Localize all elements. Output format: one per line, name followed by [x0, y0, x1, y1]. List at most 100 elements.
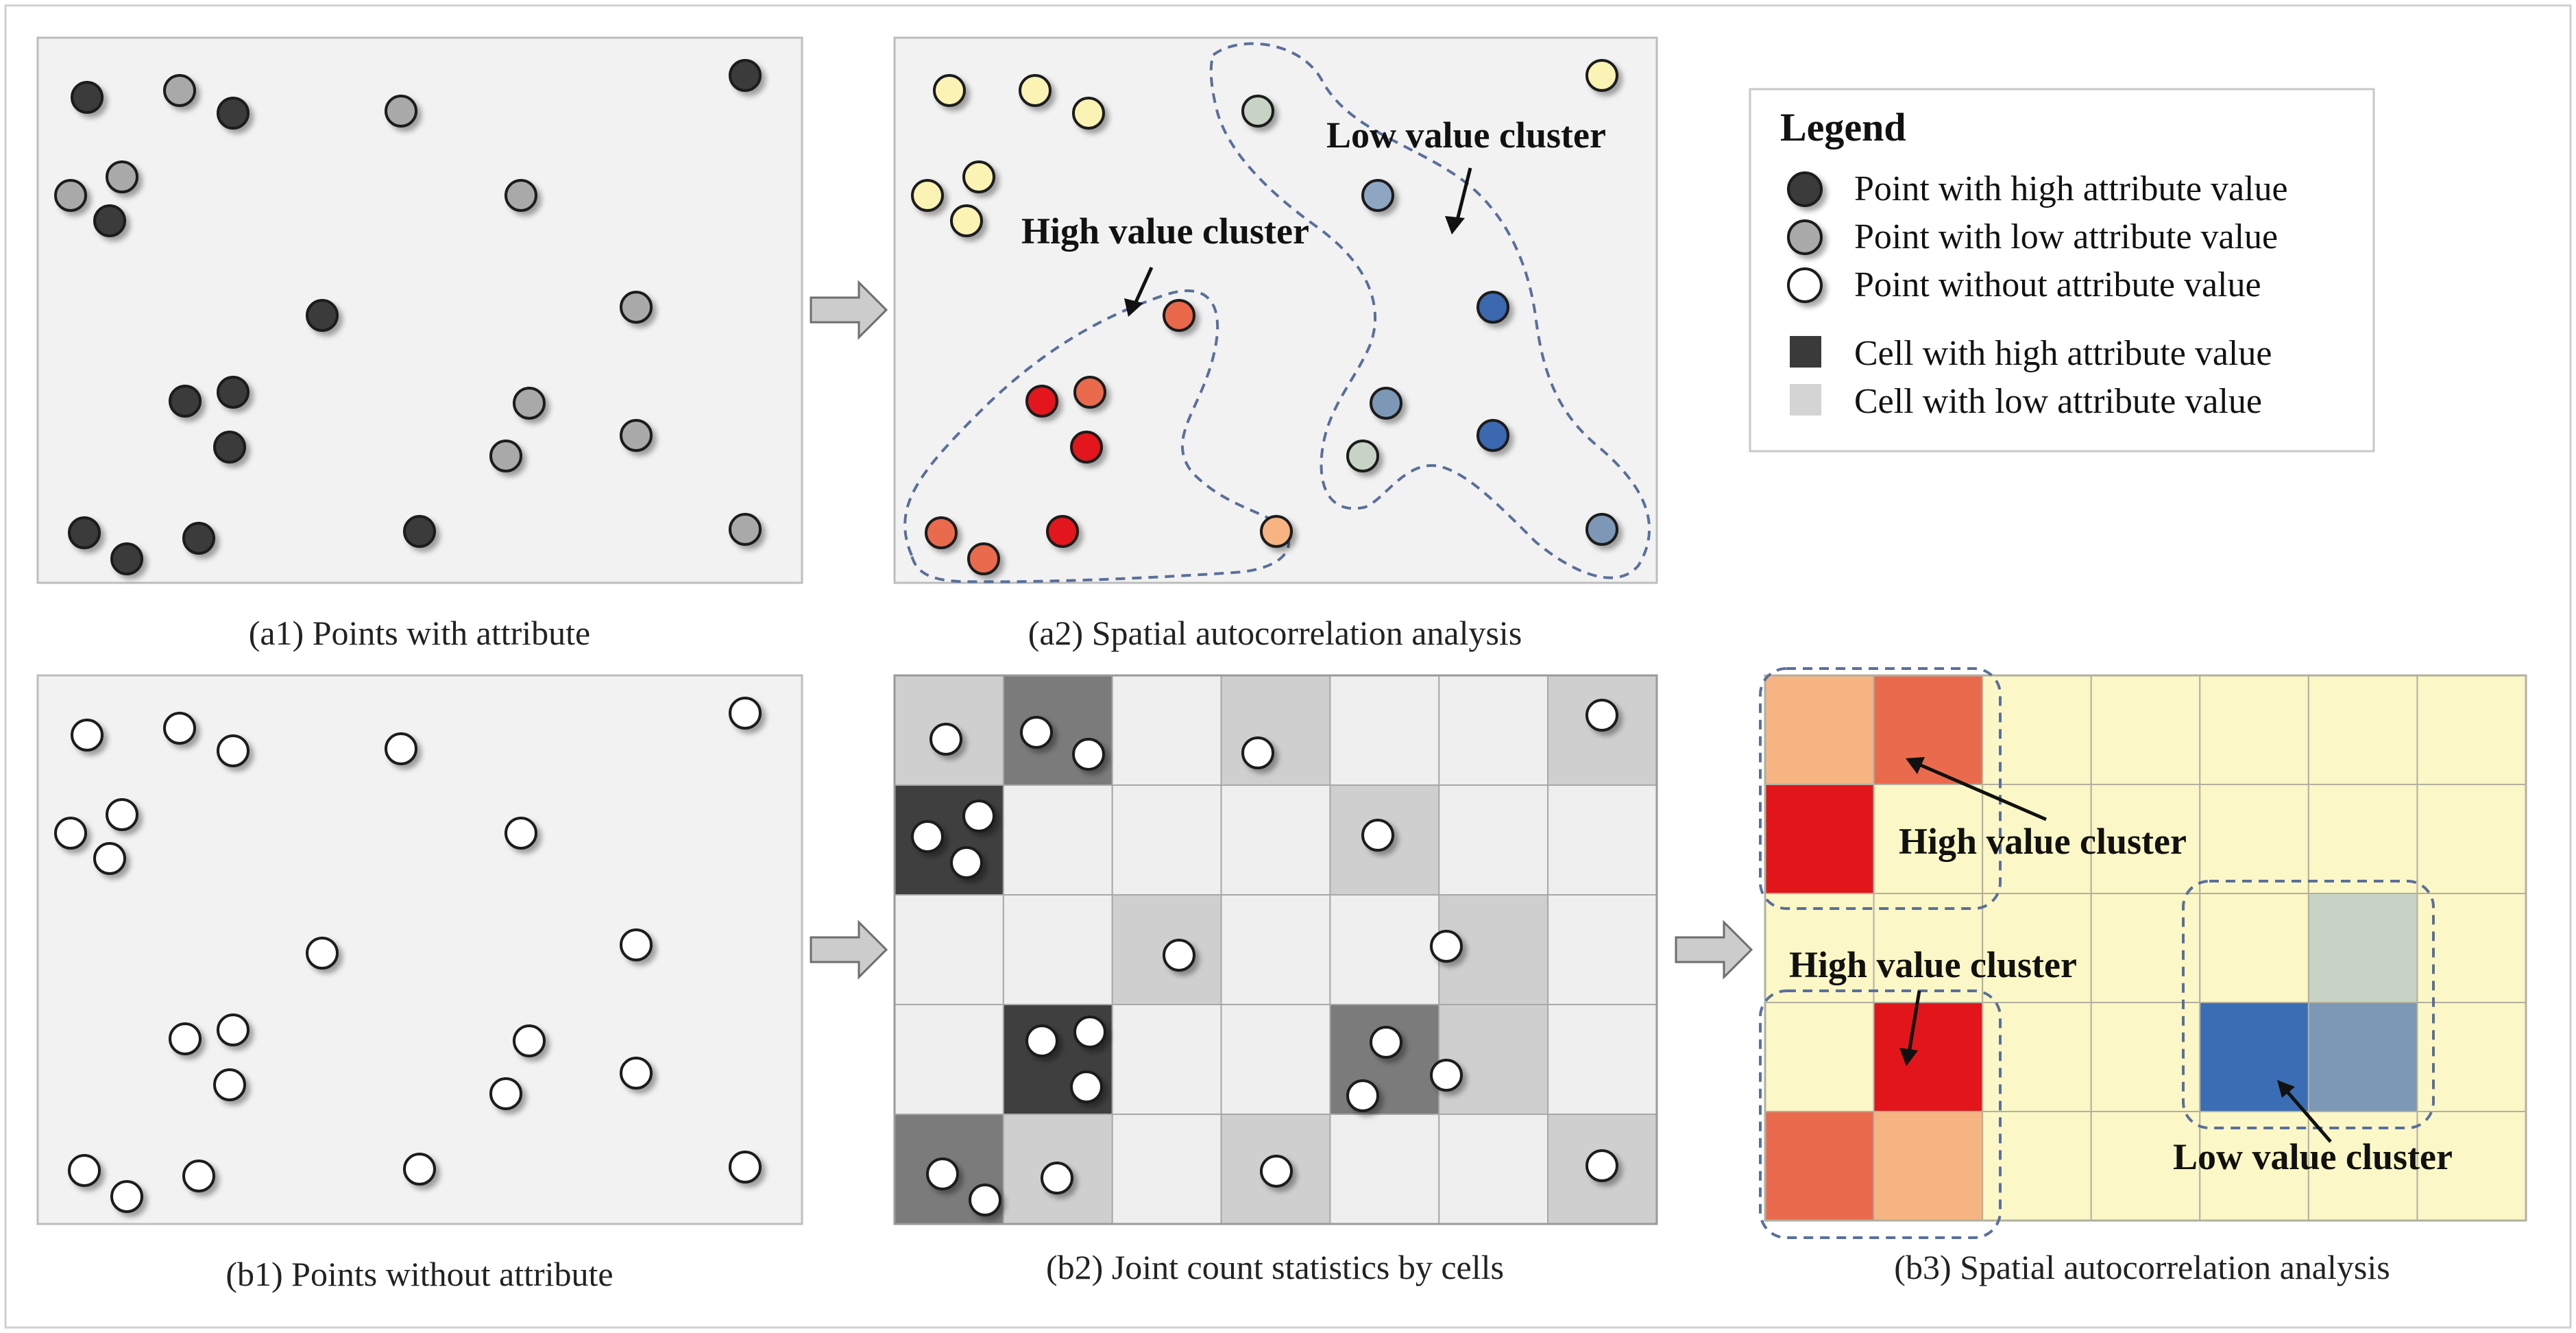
- b2-cell: [1329, 675, 1440, 786]
- annotation-high-value-cluster-b3-bottom: High value cluster: [1789, 944, 2077, 985]
- flow-arrow: [1675, 920, 1753, 980]
- b2-cell: [1547, 894, 1657, 1005]
- b2-cell: [1220, 894, 1331, 1005]
- b2-cell: [1438, 675, 1549, 786]
- legend-item-label: Cell with high attribute value: [1854, 334, 2272, 373]
- arrow-low-value-cluster-b3: [2277, 1080, 2332, 1143]
- b3-cell: [1873, 675, 1984, 785]
- b3-cell: [2416, 1111, 2527, 1221]
- high-value-cluster-box-top: [1759, 667, 2002, 910]
- panel-b3: High value cluster High value cluster Lo…: [1759, 667, 2527, 1286]
- a2-point: [925, 516, 958, 549]
- panel-b2-points: [911, 699, 1618, 1216]
- b3-cell: [1982, 893, 2092, 1003]
- a1-point: [306, 299, 339, 332]
- panel-a2-bg: [893, 36, 1658, 584]
- a1-point: [620, 419, 653, 452]
- b2-point: [1070, 1070, 1103, 1103]
- b3-cell: [2307, 784, 2418, 894]
- b2-point: [950, 846, 983, 879]
- a1-point: [68, 516, 101, 549]
- a2-point: [1346, 440, 1379, 472]
- b3-cell: [1982, 675, 2092, 785]
- a1-point: [93, 204, 126, 237]
- a2-point: [1073, 376, 1106, 409]
- b1-point: [385, 732, 417, 765]
- b1-point: [505, 817, 537, 850]
- low-value-cluster-outline: [1209, 42, 1651, 579]
- b2-cell: [1002, 784, 1113, 896]
- legend-item-label: Cell with low attribute value: [1854, 382, 2262, 421]
- b2-point: [1585, 1149, 1618, 1182]
- a1-point: [403, 515, 436, 548]
- b3-cell: [2416, 675, 2527, 785]
- b3-cell: [1873, 784, 1984, 894]
- a2-point: [1585, 513, 1618, 546]
- b2-point: [911, 820, 944, 853]
- b1-point: [106, 798, 138, 831]
- b3-cell: [2416, 893, 2527, 1003]
- a1-point: [505, 179, 537, 212]
- b1-point: [620, 928, 653, 961]
- a2-point: [1370, 387, 1402, 420]
- legend-swatch-cell: [1790, 336, 1821, 368]
- b1-point: [620, 1057, 653, 1090]
- annotation-high-value-cluster-a2: High value cluster: [1021, 211, 1309, 252]
- b2-point: [969, 1184, 1001, 1216]
- a2-point: [933, 74, 966, 107]
- a1-point: [106, 160, 138, 193]
- b2-cell: [894, 1004, 1004, 1115]
- b3-cell: [1873, 1002, 1984, 1112]
- a2-point: [1241, 95, 1274, 128]
- b2-point: [929, 723, 962, 756]
- high-value-cluster-box-bottom: [1759, 989, 2002, 1239]
- b3-cell: [2090, 893, 2201, 1003]
- b2-cell: [1438, 1114, 1549, 1225]
- a2-point: [1046, 515, 1079, 548]
- b2-point: [1020, 716, 1053, 749]
- b1-point: [217, 734, 250, 767]
- panel-b3-cells: [1764, 675, 2527, 1221]
- b2-point: [926, 1157, 959, 1190]
- legend-swatch-point: [1787, 219, 1823, 255]
- b1-point: [513, 1024, 546, 1057]
- legend-item-label: Point with low attribute value: [1854, 217, 2278, 256]
- legend-item-label: Point with high attribute value: [1854, 169, 2288, 208]
- b2-point: [1430, 930, 1463, 963]
- b3-cell: [2307, 893, 2418, 1003]
- b3-cell: [2416, 784, 2527, 894]
- panel-b1: (b1) Points without attribute: [36, 674, 803, 1293]
- b2-point: [1241, 736, 1274, 769]
- b3-cell: [1982, 1111, 2092, 1221]
- a1-point: [217, 376, 250, 409]
- a1-point: [71, 81, 104, 114]
- flow-arrow: [810, 920, 888, 980]
- b1-point: [68, 1154, 101, 1187]
- legend-title: Legend: [1780, 105, 1906, 149]
- b2-cell: [1438, 784, 1549, 896]
- caption-b3: (b3) Spatial autocorrelation analysis: [1894, 1248, 2390, 1286]
- b1-point: [213, 1068, 246, 1101]
- caption-a2: (a2) Spatial autocorrelation analysis: [1028, 614, 1522, 652]
- panel-b3-border: [1764, 674, 2527, 1222]
- high-value-cluster-outline: [903, 289, 1290, 584]
- arrow-low-value-cluster-a2: [1445, 167, 1472, 235]
- b3-cell: [2199, 675, 2309, 785]
- b2-point: [1041, 1162, 1073, 1194]
- b3-cell: [1982, 1002, 2092, 1112]
- a2-point: [1025, 385, 1058, 418]
- a2-point: [1361, 179, 1394, 212]
- annotation-high-value-cluster-b3-top: High value cluster: [1899, 821, 2187, 862]
- b3-cell: [2199, 893, 2309, 1003]
- a1-point: [489, 440, 522, 472]
- b3-cell: [2090, 784, 2201, 894]
- b2-point: [1072, 738, 1105, 771]
- low-value-cluster-box: [2182, 880, 2435, 1129]
- b1-point: [93, 842, 126, 875]
- b2-point: [1260, 1155, 1293, 1188]
- b3-cell: [1873, 1111, 1984, 1221]
- panel-a2-points: [911, 59, 1618, 575]
- legend-swatch-point: [1787, 267, 1823, 303]
- b1-point: [729, 697, 762, 730]
